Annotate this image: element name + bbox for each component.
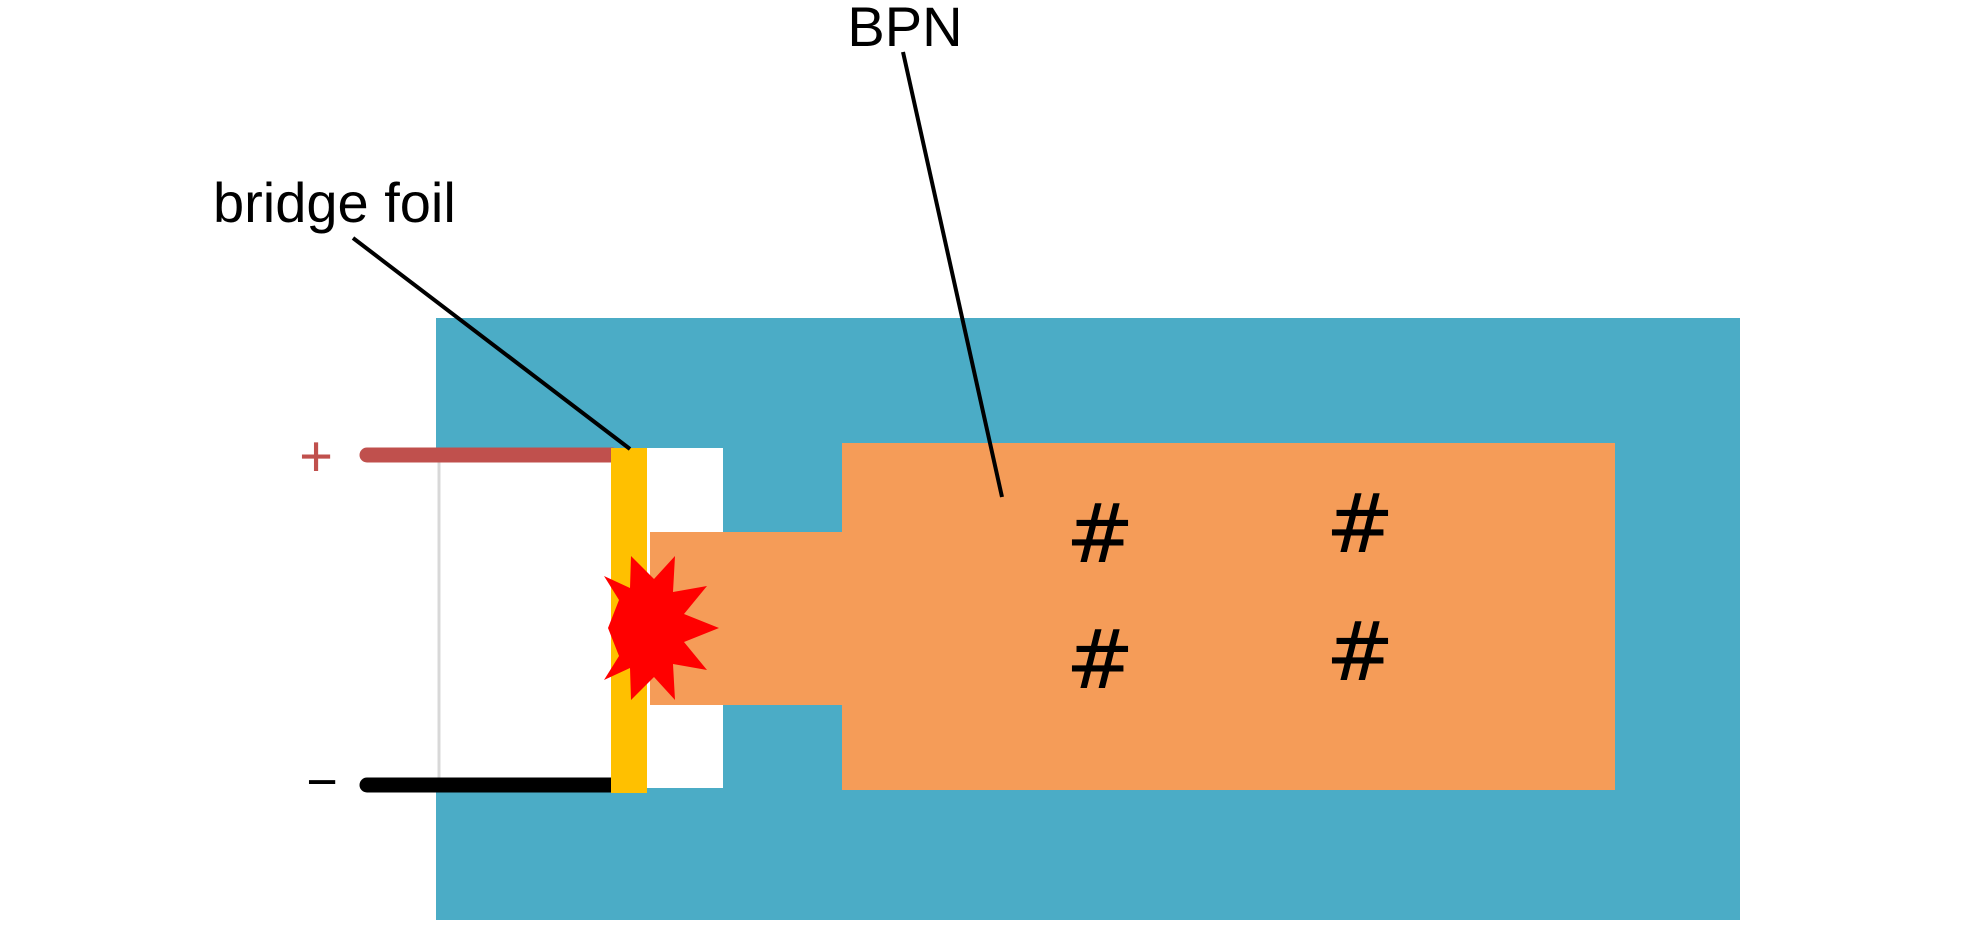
charge-marker: # (1066, 613, 1135, 708)
charge-marker: # (1326, 477, 1395, 572)
bridge-foil-label: bridge foil (213, 171, 456, 234)
bridge-foil-leader-line (351, 236, 632, 451)
bpn-label: BPN (847, 0, 962, 58)
charge-marker: # (1066, 487, 1135, 582)
spark-burst-icon (604, 556, 719, 700)
negative-terminal-sign: − (306, 752, 338, 812)
bpn-charge-body (842, 443, 1615, 790)
positive-terminal-sign: + (299, 424, 333, 489)
bpn-leader-line (901, 51, 1004, 498)
charge-marker: # (1326, 605, 1395, 700)
